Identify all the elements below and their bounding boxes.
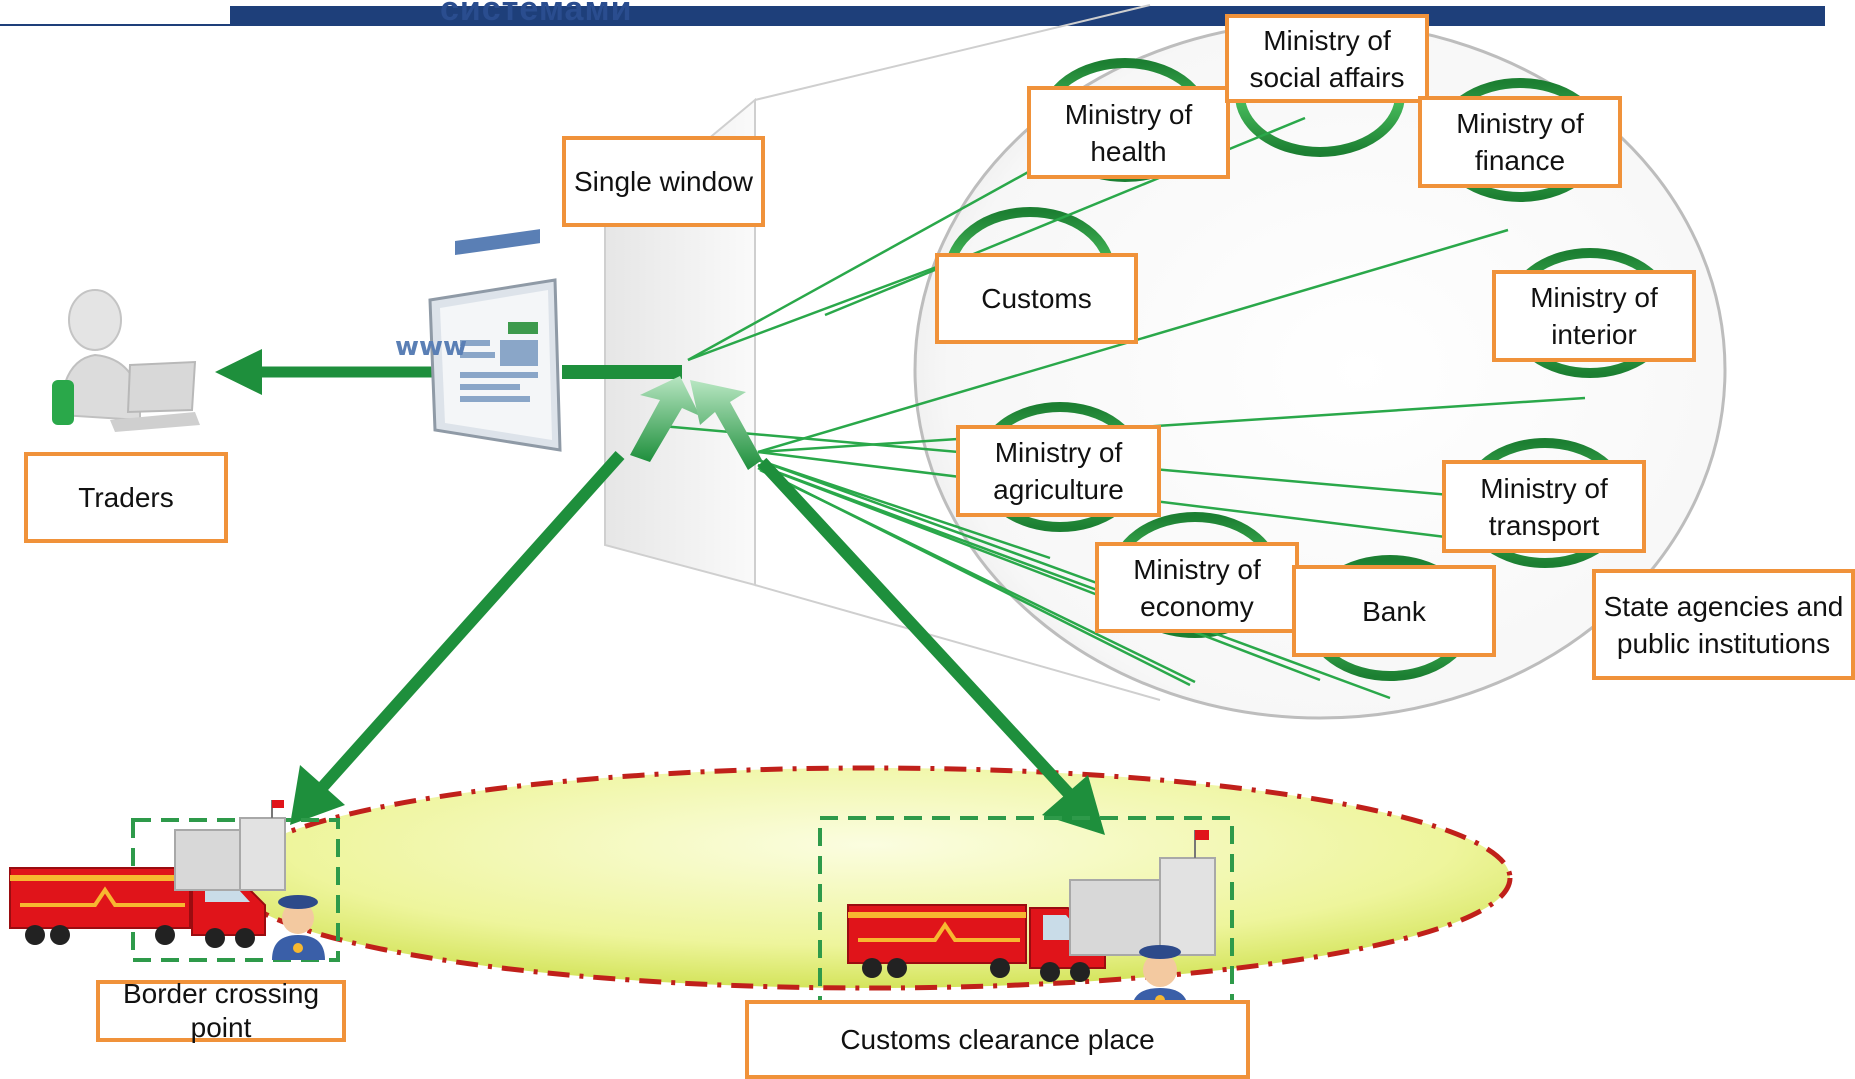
- bank-label: Bank: [1292, 565, 1496, 657]
- customs-building-icon: [174, 800, 286, 891]
- customs-label: Customs: [935, 253, 1138, 344]
- customs-building-icon: [1069, 830, 1216, 956]
- incoming-arrows: [630, 376, 762, 470]
- ministry-finance-label: Ministry of finance: [1418, 96, 1622, 188]
- ministry-social-label: Ministry of social affairs: [1225, 14, 1429, 103]
- www-browser-monitor-icon: www: [395, 229, 562, 452]
- person-at-laptop-icon: [52, 289, 200, 432]
- customs-officer-icon: [272, 895, 325, 960]
- state-agencies-label: State agencies and public institutions: [1592, 569, 1855, 680]
- truck-icon: [847, 904, 1106, 982]
- header-title-fragment: системами: [440, 0, 633, 28]
- traders-label: Traders: [24, 452, 228, 543]
- ministry-health-label: Ministry of health: [1027, 86, 1230, 179]
- ministry-economy-label: Ministry of economy: [1095, 542, 1299, 633]
- ministry-agriculture-label: Ministry of agriculture: [956, 425, 1161, 517]
- border-crossing-label: Border crossing point: [96, 978, 346, 1043]
- single-window-label: Single window: [562, 136, 765, 227]
- ministry-transport-label: Ministry of transport: [1442, 460, 1646, 553]
- header-left-segment: [0, 6, 230, 26]
- svg-text:www: www: [395, 332, 467, 362]
- customs-clearance-label: Customs clearance place: [745, 1000, 1250, 1079]
- clearance-facility-box: [818, 816, 1234, 1010]
- ministry-interior-label: Ministry of interior: [1492, 270, 1696, 362]
- truck-icon: [9, 867, 266, 948]
- arrow-to-border: [290, 450, 625, 825]
- perspective-line-bottom: [754, 584, 1161, 701]
- single-window-hub: [562, 365, 682, 379]
- perspective-line-top: [754, 4, 1151, 101]
